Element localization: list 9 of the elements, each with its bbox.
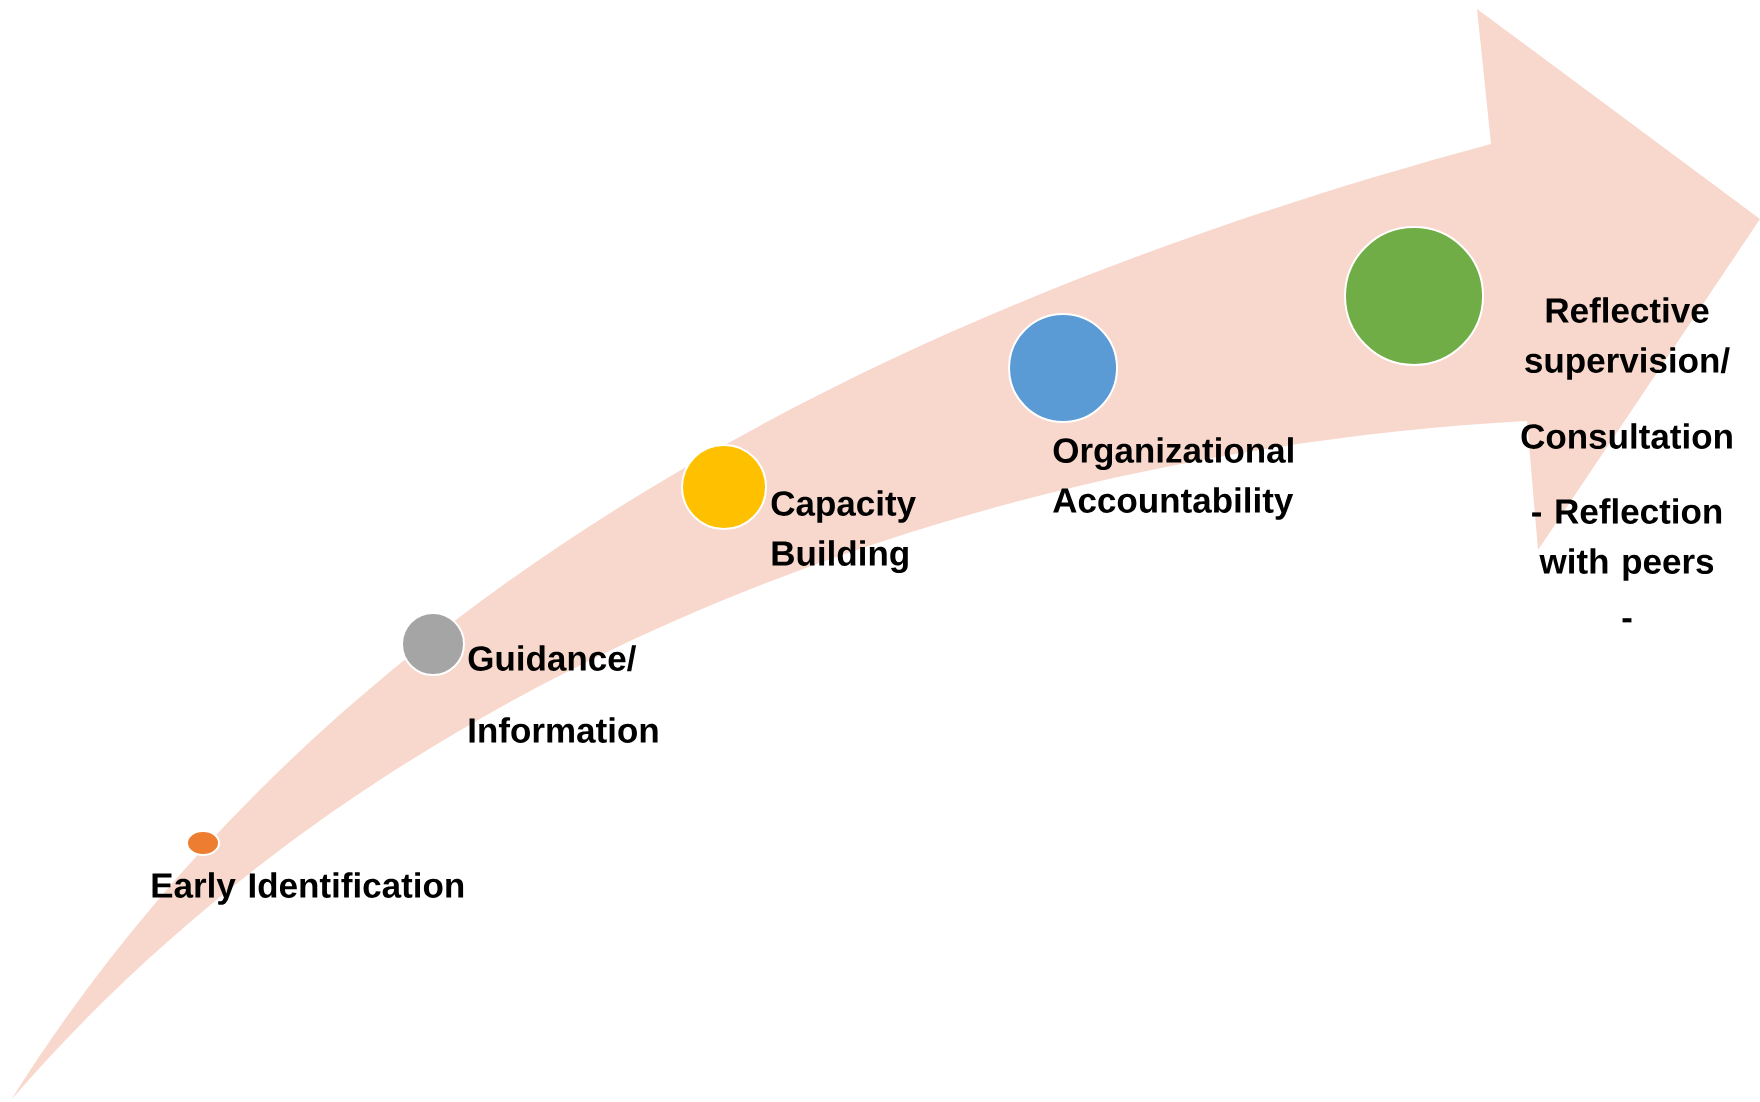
step-label: Consultation <box>1521 423 1732 449</box>
step-label: - Reflection with peers <box>1532 498 1722 581</box>
step-label: Information <box>469 717 658 743</box>
step-label: Reflective supervision/ <box>1525 297 1730 380</box>
step-label: Capacity Building <box>771 490 916 573</box>
step-label: Organizational Accountability <box>1053 437 1294 520</box>
step-label: Guidance/ <box>468 645 637 672</box>
step-label: Early Identification <box>152 872 464 905</box>
step-label: - <box>1622 618 1632 623</box>
